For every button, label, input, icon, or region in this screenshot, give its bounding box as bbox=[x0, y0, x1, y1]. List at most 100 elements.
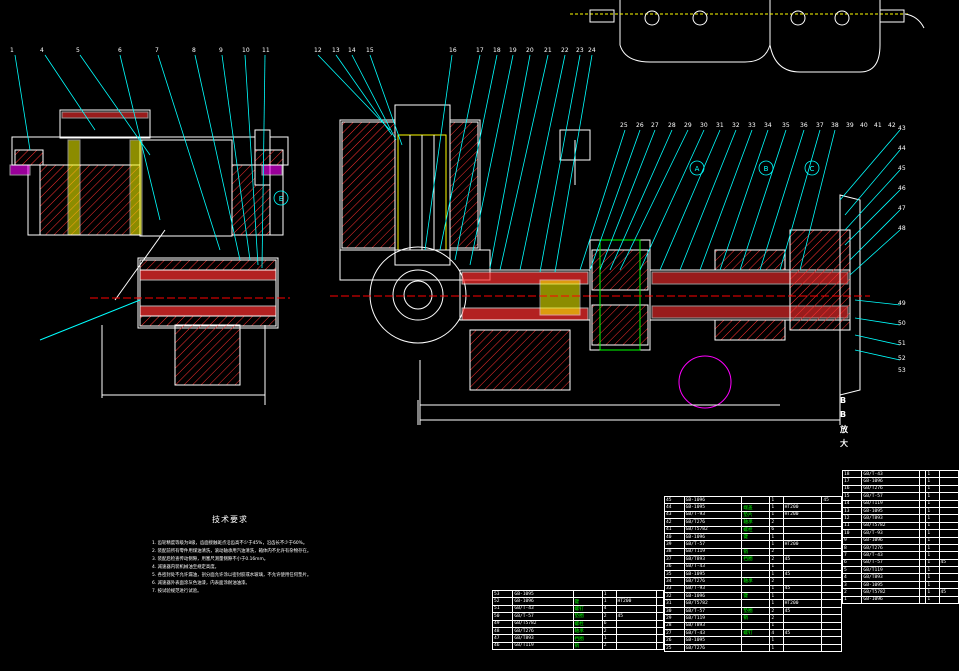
table-cell: 1 bbox=[925, 499, 940, 508]
table-cell: GB-1096 bbox=[683, 592, 743, 601]
table-cell: 40 bbox=[664, 532, 685, 542]
table-cell: 16 bbox=[841, 484, 863, 494]
table-cell: GB/T-57 bbox=[861, 492, 920, 501]
table-cell bbox=[655, 612, 665, 621]
table-cell: 1 bbox=[925, 558, 940, 568]
table-cell: GB/T-93 bbox=[683, 584, 743, 594]
table-cell: 13 bbox=[841, 506, 863, 516]
table-cell: 挡圈 bbox=[572, 634, 603, 643]
table-cell: 14 bbox=[841, 499, 863, 508]
table-cell: 32 bbox=[664, 592, 685, 601]
table-cell bbox=[741, 636, 771, 645]
table-cell: 4 bbox=[601, 604, 617, 614]
table-cell: GB-1095 bbox=[512, 589, 574, 599]
table-cell: HT200 bbox=[782, 599, 823, 608]
table-cell bbox=[821, 540, 842, 549]
part-label: 15 bbox=[366, 47, 374, 54]
table-cell bbox=[938, 469, 959, 479]
part-label: 40 bbox=[860, 122, 868, 129]
table-cell bbox=[821, 547, 842, 557]
table-cell: 2 bbox=[841, 588, 863, 597]
table-cell: 1 bbox=[925, 595, 940, 605]
table-cell: 端盖 bbox=[741, 503, 771, 512]
table-cell: 3 bbox=[841, 580, 863, 590]
part-label: 37 bbox=[816, 122, 824, 129]
table-cell: 6 bbox=[769, 525, 784, 534]
table-cell: 53 bbox=[491, 589, 514, 599]
table-cell bbox=[782, 614, 823, 623]
table-cell: GB/T119 bbox=[683, 547, 743, 557]
table-cell: 26 bbox=[664, 636, 685, 645]
table-cell: GB/T5782 bbox=[683, 599, 743, 608]
table-cell: 轴承 bbox=[741, 577, 771, 586]
table-cell bbox=[938, 566, 959, 575]
table-cell: 1 bbox=[601, 634, 617, 643]
table-cell: 2 bbox=[769, 606, 784, 616]
table-cell: 18 bbox=[841, 469, 863, 479]
table-cell: GB/T-93 bbox=[683, 510, 743, 520]
middle-section-view bbox=[330, 104, 591, 425]
table-cell: 9 bbox=[841, 536, 863, 545]
table-cell bbox=[938, 595, 959, 605]
table-cell bbox=[918, 521, 927, 531]
part-label: 48 bbox=[898, 225, 906, 232]
part-label: 12 bbox=[314, 47, 322, 54]
section-label: 放 bbox=[840, 425, 848, 434]
detail-marker: B bbox=[764, 165, 769, 173]
table-cell bbox=[741, 584, 771, 594]
table-cell: 2 bbox=[601, 612, 617, 621]
table-cell bbox=[741, 569, 771, 579]
table-cell bbox=[918, 543, 927, 553]
table-cell: 33 bbox=[664, 584, 685, 594]
table-cell: 1 bbox=[925, 477, 940, 486]
table-cell bbox=[938, 484, 959, 494]
table-cell: HT200 bbox=[615, 597, 657, 606]
table-cell: GB/T5782 bbox=[861, 521, 920, 531]
detail-marker: E bbox=[279, 195, 283, 203]
table-cell bbox=[918, 595, 927, 605]
table-cell: 螺栓 bbox=[741, 525, 771, 534]
table-cell bbox=[782, 532, 823, 542]
table-cell bbox=[821, 629, 842, 638]
section-label: B bbox=[840, 410, 847, 419]
part-label: 18 bbox=[493, 47, 501, 54]
table-cell: 45 bbox=[821, 495, 842, 505]
table-cell: 1 bbox=[925, 514, 940, 523]
table-cell: 45 bbox=[615, 612, 657, 621]
table-cell bbox=[938, 543, 959, 553]
part-label: 44 bbox=[898, 145, 906, 152]
mid-part-labels: 12 13 14 15 16 17 18 19 20 21 22 23 24 bbox=[314, 47, 596, 54]
table-cell bbox=[918, 551, 927, 560]
technical-notes-title: 技术要求 bbox=[212, 515, 248, 524]
part-label: 27 bbox=[651, 122, 659, 129]
table-cell: 49 bbox=[491, 619, 514, 628]
table-cell bbox=[782, 643, 823, 653]
note-line: 2. 装配前所有零件用煤油清洗，滚动轴承用汽油清洗，箱体内不允许有杂物存在。 bbox=[152, 549, 312, 554]
note-line: 5. 各密封处不允许漏油，剖分面允许涂以密封胶或水玻璃，不允许使用任何垫片。 bbox=[152, 573, 312, 578]
table-cell: HT200 bbox=[782, 540, 823, 549]
table-cell bbox=[918, 506, 927, 516]
table-cell bbox=[782, 525, 823, 534]
table-cell: 46 bbox=[491, 641, 514, 651]
table-cell bbox=[918, 499, 927, 508]
part-label: 23 bbox=[576, 47, 584, 54]
table-cell: GB/T276 bbox=[861, 484, 920, 494]
table-cell bbox=[938, 506, 959, 516]
part-label: 50 bbox=[898, 320, 906, 327]
part-label: 25 bbox=[620, 122, 628, 129]
table-cell: 2 bbox=[769, 547, 784, 557]
